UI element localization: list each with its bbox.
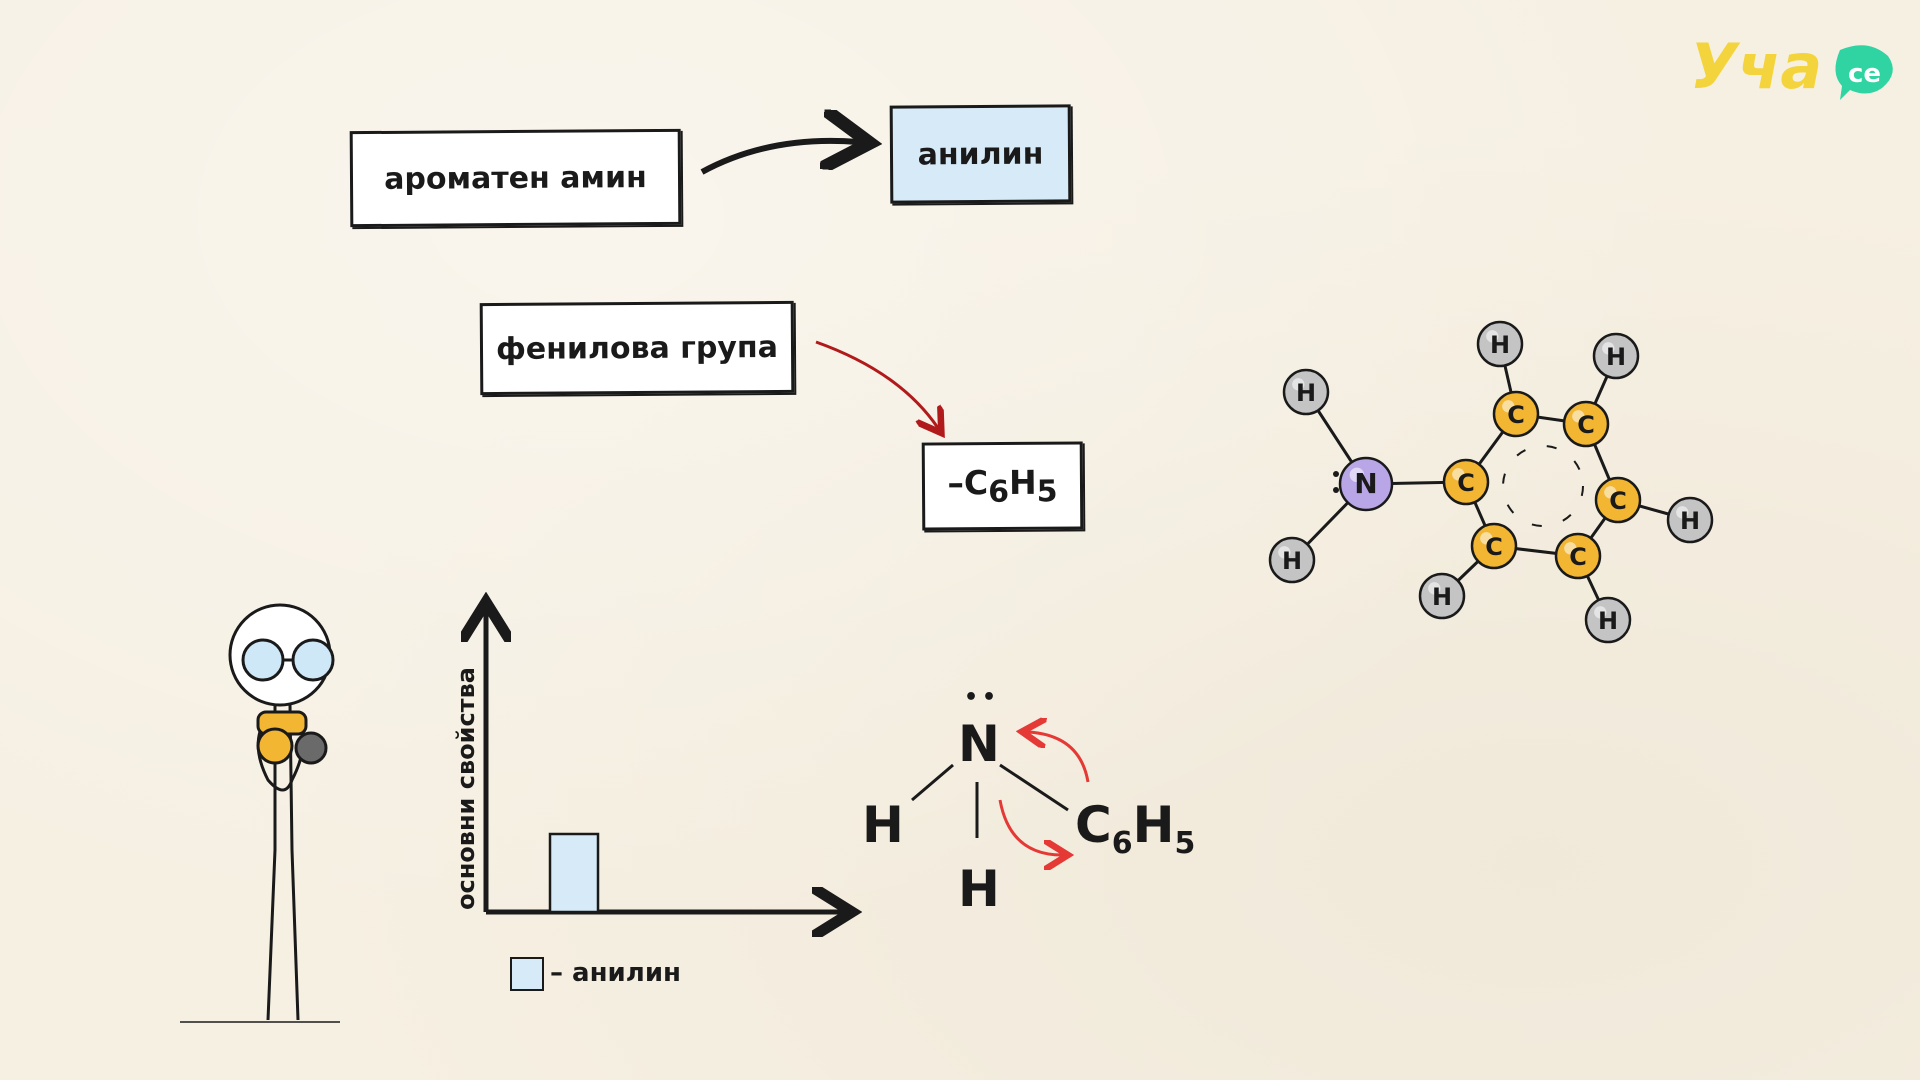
svg-text:C: C <box>1577 411 1595 439</box>
hydrogen-atom: H <box>1418 572 1466 620</box>
aromatic-ring-electrons <box>1502 445 1584 527</box>
bond-n-c6h5 <box>999 763 1069 812</box>
carbon-atom: C <box>1470 522 1518 570</box>
hydrogen-atom: H <box>1268 536 1316 584</box>
legend-label: – анилин <box>550 958 682 988</box>
n-lone-pair-dot <box>1333 471 1339 477</box>
carbon-atom: C <box>1492 390 1540 438</box>
formula-n: •• N <box>958 685 1001 773</box>
svg-text:H: H <box>1598 607 1618 635</box>
hydrogen-atom: H <box>1666 496 1714 544</box>
svg-text:C: C <box>1609 487 1627 515</box>
svg-text:N: N <box>1354 467 1377 500</box>
svg-text:H: H <box>1680 507 1700 535</box>
svg-text:C: C <box>1457 469 1475 497</box>
svg-text:H: H <box>1490 331 1510 359</box>
formula-c6h5: C6H5 <box>1075 796 1196 861</box>
hydrogen-atom: H <box>1584 596 1632 644</box>
svg-text:H: H <box>1432 583 1452 611</box>
ucha-se-logo[interactable]: Уча се <box>1690 28 1900 108</box>
arrow-to-c6h5 <box>815 340 938 428</box>
svg-text:H: H <box>1282 547 1302 575</box>
carbon-atom: C <box>1594 476 1642 524</box>
logo-text: Уча <box>1690 30 1822 103</box>
hydrogen-atom: H <box>1476 320 1524 368</box>
bar-aniline <box>548 832 600 914</box>
n-lone-pair-dot <box>1333 487 1339 493</box>
logo-badge-shape <box>1835 45 1893 100</box>
logo-badge-text: се <box>1848 59 1881 89</box>
carbon-atom: C <box>1442 458 1490 506</box>
stick-figure <box>180 603 340 1023</box>
svg-text:H: H <box>1606 343 1626 371</box>
formula-h-left: H <box>862 796 904 854</box>
nitrogen-atom: N <box>1338 456 1394 512</box>
formula-h-bottom: H <box>958 860 1000 918</box>
lone-pair: •• <box>964 685 1001 710</box>
arrow-to-aniline <box>700 141 858 175</box>
legend-swatch <box>510 957 544 991</box>
curved-arrow-bottom <box>998 799 1062 855</box>
bond-n-h-left <box>911 763 954 802</box>
hydrogen-atom: H <box>1592 332 1640 380</box>
hydrogen-atom: H <box>1282 368 1330 416</box>
svg-text:H: H <box>1296 379 1316 407</box>
curved-arrow-top <box>1028 732 1090 783</box>
svg-text:C: C <box>1569 543 1587 571</box>
svg-text:C: C <box>1507 401 1525 429</box>
svg-text:C: C <box>1485 533 1503 561</box>
carbon-atom: C <box>1562 400 1610 448</box>
carbon-atom: C <box>1554 532 1602 580</box>
